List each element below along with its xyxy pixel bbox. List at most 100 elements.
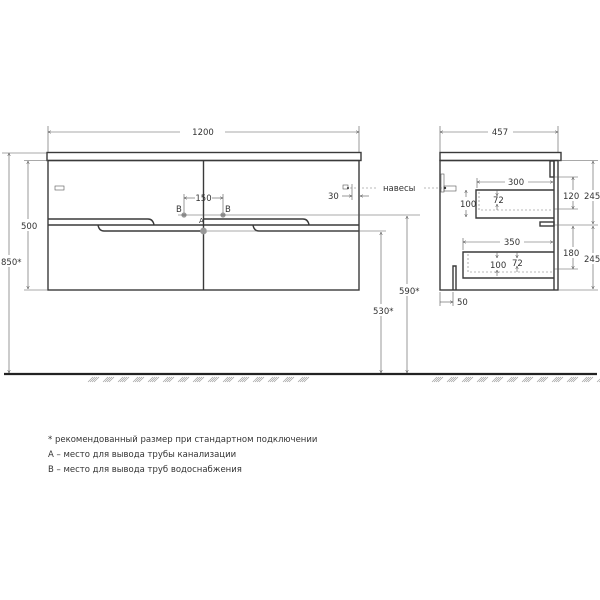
floor-hatch-mark (478, 376, 485, 383)
lower-drawer-height-label: 100 (490, 261, 506, 271)
floor-hatch-mark (497, 376, 504, 383)
floor-hatch-mark (102, 376, 109, 383)
floor-hatch-mark (196, 376, 203, 383)
floor-hatch-mark (252, 376, 259, 383)
floor-hatch-mark (166, 376, 173, 383)
floor-hatch-mark (437, 376, 444, 383)
depth-dimension: 457 (440, 126, 558, 152)
section-dimensions: 120 180 245 245 (554, 160, 600, 291)
floor-hatch-mark (587, 376, 594, 383)
note-water: В – место для вывода труб водоснабжения (48, 465, 242, 475)
floor-hatch-mark (194, 376, 201, 383)
floor-hatch-mark (121, 376, 128, 383)
floor-hatch-mark (467, 376, 474, 383)
floor-hatch-mark (151, 376, 158, 383)
floor-hatch-mark (572, 376, 579, 383)
upper-section-label: 245 (584, 192, 600, 202)
floor-hatch-mark (461, 376, 468, 383)
floor-hatch-mark (183, 376, 190, 383)
water-spacing-dimension: 150 (184, 194, 223, 214)
floor-hatch-mark (162, 376, 169, 383)
floor-hatch-mark (566, 376, 573, 383)
floor-hatch-mark (297, 376, 304, 383)
floor-hatch-mark (89, 376, 96, 383)
hinge-mark-left (54, 185, 65, 191)
floor-hatch-mark (256, 376, 263, 383)
floor-hatch-mark (446, 376, 453, 383)
floor-hatch-mark (540, 376, 547, 383)
floor-hatch-mark (536, 376, 543, 383)
floor (4, 372, 600, 383)
floor-hatch-mark (555, 376, 562, 383)
floor-hatch-mark (527, 376, 534, 383)
floor-hatch-mark (147, 376, 154, 383)
note-recommended: * рекомендованный размер при стандартном… (48, 435, 317, 445)
floor-hatch-mark (93, 376, 100, 383)
floor-hatch-mark (164, 376, 171, 383)
total-height-dimension: 850* (0, 153, 47, 373)
lower-drawer-depth: 350 100 72 (463, 238, 553, 276)
floor-hatch-mark (299, 376, 306, 383)
floor-hatch-mark (138, 376, 145, 383)
floor-hatch-mark (482, 376, 489, 383)
floor-hatch-mark (224, 376, 231, 383)
upper-handle-right (204, 218, 310, 226)
floor-hatch-mark (288, 376, 295, 383)
floor-hatch-mark (241, 376, 248, 383)
floor-hatch-mark (213, 376, 220, 383)
notes: * рекомендованный размер при стандартном… (48, 435, 317, 475)
floor-hatch-mark (132, 376, 139, 383)
floor-hatch-mark (104, 376, 111, 383)
floor-hatch-mark (284, 376, 291, 383)
floor-hatch-mark (273, 376, 280, 383)
upper-drawer-inner-label: 72 (493, 196, 504, 206)
floor-hatch-mark (448, 376, 455, 383)
water-height-dimension: 590* (397, 216, 421, 373)
total-height-label: 850* (1, 258, 21, 268)
floor-hatch-mark (493, 376, 500, 383)
floor-hatch-mark (87, 376, 94, 383)
floor-hatch-mark (506, 376, 513, 383)
floor-hatch-mark (222, 376, 229, 383)
floor-hatch-mark (119, 376, 126, 383)
drain-point (200, 227, 207, 235)
floor-hatch-mark (258, 376, 265, 383)
drain-height-dimension: 530* (371, 232, 395, 373)
floor-hatch-mark (123, 376, 130, 383)
floor-hatch-mark (480, 376, 487, 383)
floor-hatch-mark (553, 376, 560, 383)
floor-hatch-mark (476, 376, 483, 383)
side-view: 457 300 100 72 (424, 126, 600, 308)
floor-hatch-mark (523, 376, 530, 383)
floor-hatch-mark (463, 376, 470, 383)
floor-hatch-mark (239, 376, 246, 383)
water-height-label: 590* (399, 287, 419, 297)
note-drain: А – место для вывода трубы канализации (48, 450, 236, 460)
water-spacing-label: 150 (195, 194, 211, 204)
floor-hatch-mark (465, 376, 472, 383)
hinge-dimension: навесы 30 (328, 184, 415, 202)
floor-hatch-mark (585, 376, 592, 383)
width-dimension: 1200 (48, 126, 359, 152)
drain-label: A (199, 217, 204, 225)
floor-hatch-mark (117, 376, 124, 383)
lower-drawer-inner-label: 72 (512, 259, 523, 269)
floor-hatch-mark (303, 376, 310, 383)
floor-hatch-mark (495, 376, 502, 383)
floor-hatch-mark (136, 376, 143, 383)
countertop (46, 151, 362, 162)
floor-hatch-mark (491, 376, 498, 383)
floor-hatch-mark (91, 376, 98, 383)
floor-hatch-mark (557, 376, 564, 383)
side-countertop (439, 151, 562, 162)
floor-hatch-mark (570, 376, 577, 383)
floor-hatch-mark (508, 376, 515, 383)
floor-hatch-mark (179, 376, 186, 383)
floor-hatch-mark (153, 376, 160, 383)
floor-hatch-mark (568, 376, 575, 383)
floor-hatch-mark (226, 376, 233, 383)
water-label-right: B (225, 205, 231, 215)
floor-hatch-mark (149, 376, 156, 383)
lower-section-label: 245 (584, 255, 600, 265)
width-label: 1200 (192, 128, 214, 138)
